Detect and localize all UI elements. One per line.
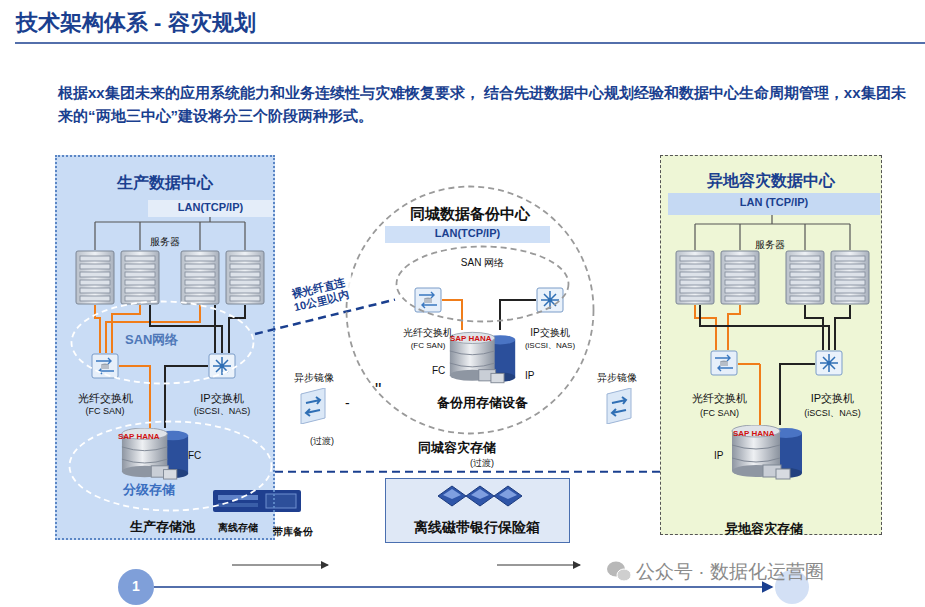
annotation-label: IP	[714, 450, 723, 462]
annotation-label: -	[345, 395, 350, 412]
node-text: LAN(TCP/IP)	[148, 201, 273, 214]
node-text: SAP HANA	[733, 429, 793, 439]
annotation-label: 异地容灾存储	[725, 521, 803, 537]
node-text: SAP HANA	[118, 432, 178, 442]
node-text: IP交换机	[505, 327, 595, 339]
node-text: SAN网络	[125, 332, 205, 348]
ip-switch: IP交换机 (iSCSI、NAS)	[785, 348, 880, 420]
page-title: 技术架构体系 - 容灾规划	[16, 10, 256, 36]
annotation-label: 服务器	[755, 239, 785, 251]
dashed-outline	[68, 420, 273, 512]
node-text: 同城数据备份中心	[345, 205, 595, 223]
annotation-label: 异步镜像	[294, 372, 334, 384]
annotation-label: 公众号 · 数据化运营圈	[636, 561, 824, 584]
node-text: SAP HANA	[450, 334, 510, 344]
annotation-label: (过渡)	[310, 436, 334, 447]
data-center-region: 异地容灾数据中心 LAN (TCP/IP) 光纤交换机 (FC SAN) IP交换机 (i…	[660, 155, 882, 535]
annotation-label: (过渡)	[470, 458, 494, 469]
node-text: 光纤交换机	[60, 392, 150, 405]
node-text: (iSCSI、NAS)	[785, 408, 880, 419]
annotation-label: 带库备份	[273, 526, 313, 538]
ip-switch: IP交换机(iSCSI、NAS)	[172, 352, 272, 424]
node-text: (iSCSI、NAS)	[172, 406, 272, 417]
annotation-label: FC	[188, 450, 201, 462]
tiered-storage-ellipse: SAP HANA 分级存储	[68, 420, 273, 512]
node-text: IP交换机	[172, 392, 272, 405]
dashed-link	[275, 471, 660, 473]
san-network-ellipse: SAN网络	[70, 300, 255, 385]
node-text: LAN (TCP/IP)	[668, 196, 880, 209]
node-text: 1	[118, 578, 154, 595]
lan-band: LAN(TCP/IP)	[148, 200, 273, 217]
node-text: (FC SAN)	[60, 406, 150, 417]
annotation-label: IP	[525, 370, 534, 382]
san-network-ellipse: SAN 网络	[395, 245, 570, 323]
node-text: 光纤交换机	[672, 392, 767, 405]
node-text: (iSCSI、NAS)	[505, 341, 595, 351]
phase-number: 1	[118, 569, 154, 605]
annotation-label: 服务器	[150, 236, 180, 248]
node-text: (FC SAN)	[672, 408, 767, 419]
node-text: 离线磁带银行保险箱	[386, 519, 568, 536]
node-text: 分级存储	[123, 482, 203, 498]
lan-band: LAN (TCP/IP)	[668, 193, 880, 215]
fc-switch: 光纤交换机(FC SAN)	[383, 285, 473, 355]
annotation-label: 异步镜像	[597, 372, 637, 384]
edge-label: 裸光纤直连 10公里以内	[283, 274, 357, 316]
annotation-label: 根据xx集团未来的应用系统能力和业务连续性与灾难恢复要求， 结合先进数据中心规划…	[58, 82, 908, 127]
ip-switch: IP交换机 (iSCSI、NAS)	[505, 285, 595, 355]
node-text: 异地容灾数据中心	[661, 171, 880, 190]
backup-center-circle: 同城数据备份中心 LAN(TCP/IP) SAN 网络光纤交换机(FC SAN) IP…	[345, 185, 595, 435]
fc-switch: 光纤交换机 (FC SAN)	[672, 348, 767, 420]
dashed-outline	[395, 245, 570, 323]
data-center-region: 生产数据中心 LAN(TCP/IP) SAN网络光纤交换机(FC SAN) IP交换机…	[55, 155, 275, 540]
annotation-label: "	[375, 380, 381, 402]
node-text: IP交换机	[785, 392, 880, 405]
annotation-label: 同城容灾存储	[418, 440, 496, 456]
lan-band: LAN(TCP/IP)	[385, 226, 550, 243]
annotation-label: 离线存储	[218, 522, 258, 534]
node-text: SAN 网络	[445, 257, 520, 269]
tape-vault-box: 离线磁带银行保险箱	[385, 478, 570, 543]
node-text: 生产数据中心	[57, 173, 273, 192]
annotation-label: 生产存储池	[130, 519, 195, 535]
node-text: 备份用存储设备	[420, 395, 545, 411]
annotation-label: FC	[432, 365, 445, 377]
fc-switch: 光纤交换机(FC SAN)	[60, 352, 150, 424]
node-text: LAN(TCP/IP)	[385, 227, 550, 240]
